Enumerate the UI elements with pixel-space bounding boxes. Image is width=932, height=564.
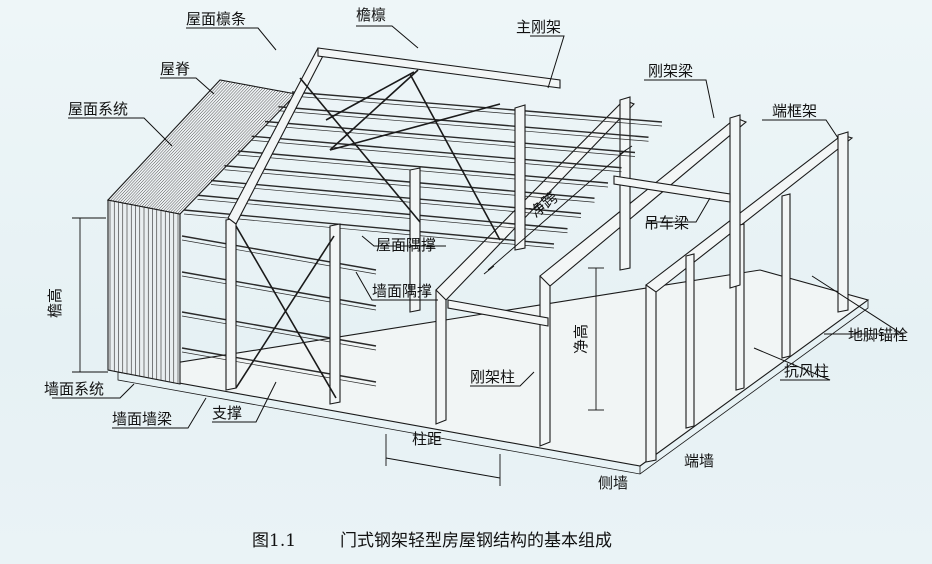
roof-rib (112, 80, 226, 202)
purlin (251, 135, 622, 169)
purlin-edge (278, 110, 649, 142)
label-crane-beam: 吊车梁 (644, 214, 689, 232)
leader-lines (52, 25, 904, 429)
purlin (197, 194, 568, 230)
left-building-frames (225, 47, 561, 405)
roof-rib (151, 88, 266, 209)
purlin (264, 120, 636, 154)
purlin-edge (264, 125, 636, 157)
roof-rib (136, 85, 251, 206)
label-bracing: 支撑 (212, 404, 242, 422)
label-eave-height: 檐高 (46, 288, 64, 318)
open-frames (435, 96, 854, 463)
label-bay-spacing: 柱距 (412, 430, 442, 448)
roof-rib (175, 92, 292, 214)
label-wall-girt: 墙面墙梁 (112, 410, 172, 428)
label-clear-height: 净高 (572, 324, 590, 354)
roof-rib (139, 85, 254, 207)
dimension-lines (72, 145, 633, 486)
roof-rib (172, 92, 289, 213)
roof-rib (124, 83, 238, 204)
roof-rib (143, 86, 259, 208)
label-ridge: 屋脊 (160, 60, 190, 78)
girt-edge (181, 351, 377, 387)
roof-rib (153, 88, 269, 210)
label-wind-column: 抗风柱 (784, 362, 829, 380)
label-frame-column: 刚架柱 (470, 368, 515, 386)
girt (181, 271, 377, 307)
roof-rib (131, 84, 246, 205)
roof-rib (165, 91, 281, 212)
purlin-edge (251, 139, 622, 173)
roof-rib (122, 82, 236, 203)
roof-rib (129, 84, 243, 205)
purlin (183, 209, 555, 245)
wall-girts (181, 235, 377, 387)
roof-rib (117, 81, 231, 203)
roof-rib (134, 84, 249, 206)
roof-rib (146, 87, 261, 208)
label-wall-system: 墙面系统 (44, 380, 104, 398)
roof-rib (158, 89, 274, 210)
roof-rib (141, 86, 256, 207)
x-bracing (235, 69, 501, 399)
label-end-frame: 端框架 (772, 102, 817, 120)
roof-rib (177, 93, 294, 214)
purlin-edge (183, 213, 555, 249)
label-roof-purlin: 屋面檩条 (186, 10, 246, 28)
label-frame-beam: 刚架梁 (648, 62, 693, 80)
girt (181, 311, 377, 347)
purlin-edge (197, 198, 568, 234)
label-main-frame: 主刚架 (516, 18, 561, 36)
girt-edge (181, 275, 377, 311)
figure-caption: 图1.1 门式钢架轻型房屋钢结构的基本组成 (252, 531, 612, 551)
purlin-edge (237, 154, 609, 188)
label-wall-bracing: 墙面隅撑 (372, 282, 432, 300)
cladding-ribs (109, 201, 179, 384)
roof-rib (163, 90, 279, 211)
label-end-wall: 端墙 (684, 452, 714, 470)
roof-rib (148, 87, 264, 209)
girt (181, 235, 377, 271)
purlin (278, 106, 649, 138)
labels: 屋面檩条 檐檩 屋脊 主刚架 屋面系统 刚架梁 端框架 净跨 屋面隅撑 吊车梁 … (44, 6, 908, 492)
girt-edge (181, 315, 377, 351)
roof-rib (160, 90, 276, 211)
roof-rib (170, 91, 287, 213)
roof-rib (155, 89, 271, 210)
roof-rib (115, 81, 228, 202)
label-roof-system: 屋面系统 (68, 100, 128, 118)
label-roof-bracing: 屋面隅撑 (376, 236, 436, 254)
girt (181, 347, 377, 383)
roof-rib (127, 83, 241, 204)
purlin (291, 91, 663, 123)
girt-edge (181, 239, 377, 275)
caption-title: 门式钢架轻型房屋钢结构的基本组成 (340, 531, 612, 551)
caption-number: 图1.1 (252, 531, 296, 551)
label-anchor-bolt: 地脚锚栓 (848, 326, 908, 344)
label-eave-purlin: 檐檩 (356, 6, 386, 24)
roof-rib (167, 91, 284, 212)
label-side-wall: 侧墙 (598, 474, 628, 492)
purlin (237, 150, 609, 184)
roof-rib (119, 82, 233, 203)
